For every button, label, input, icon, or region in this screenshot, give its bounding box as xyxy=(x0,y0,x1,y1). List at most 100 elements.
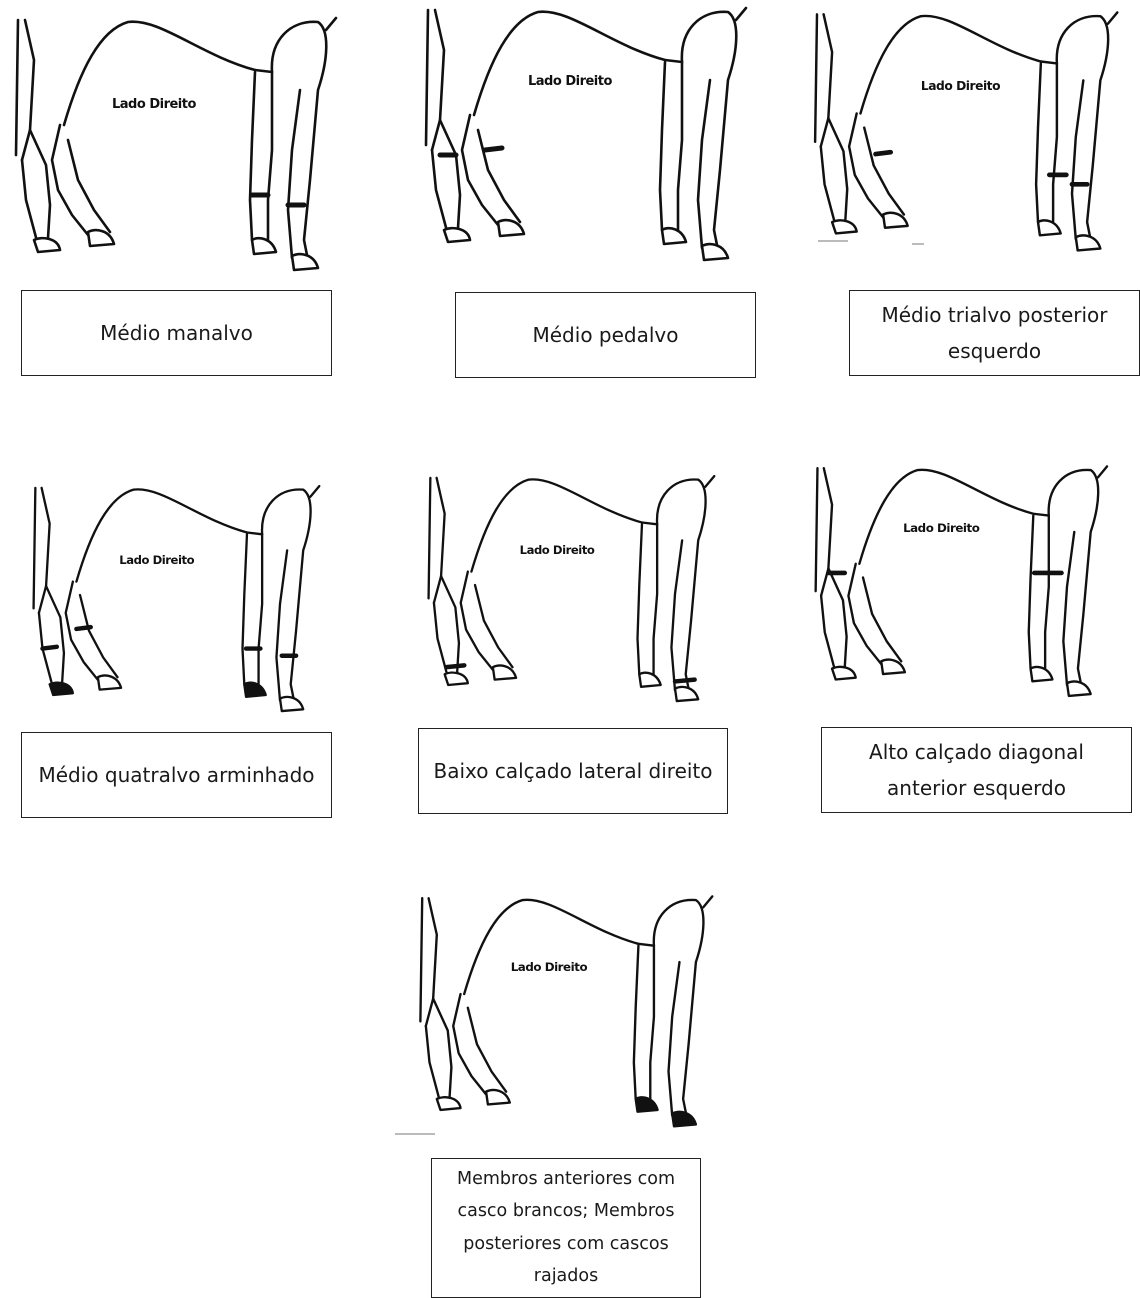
horse-outline xyxy=(243,534,247,684)
horse-outline xyxy=(634,946,639,1099)
horse-outline xyxy=(276,550,287,700)
horse-outline xyxy=(426,898,437,1026)
horse-outline xyxy=(1057,16,1108,241)
horse-outline xyxy=(474,12,665,115)
horse-outline xyxy=(434,478,445,603)
horse-outline xyxy=(736,8,746,20)
caption-text: Alto calçado diagonal anterior esquerdo xyxy=(832,734,1121,806)
hoof xyxy=(832,667,856,680)
horse-outline xyxy=(268,72,272,240)
horse-outline xyxy=(76,489,247,581)
horse-outline xyxy=(462,115,498,225)
horse-outline xyxy=(1063,532,1074,685)
side-label: Lado Direito xyxy=(520,543,595,557)
horse-outline xyxy=(420,898,422,1021)
horse-outline xyxy=(642,523,657,525)
horse-leg-illustration: Lado Direito xyxy=(405,460,745,710)
horse-outline xyxy=(698,80,710,248)
horse-outline xyxy=(426,1026,441,1104)
caption-box: Baixo calçado lateral direito xyxy=(418,728,728,814)
hoof xyxy=(1076,235,1101,250)
horse-outline xyxy=(669,962,680,1115)
horse-outline xyxy=(665,60,682,62)
hoof xyxy=(675,687,698,701)
hoof xyxy=(662,228,686,244)
caption-box: Médio quatralvo arminhado xyxy=(21,732,332,818)
horse-outline xyxy=(16,20,18,155)
horse-outline xyxy=(821,147,836,227)
horse-outline xyxy=(272,22,326,260)
side-label: Lado Direito xyxy=(119,553,194,567)
horse-outline xyxy=(426,10,428,145)
horse-outline xyxy=(678,62,682,230)
horse-outline xyxy=(650,946,654,1099)
horse-outline xyxy=(859,470,1033,564)
horse-outline xyxy=(638,524,642,674)
horse-outline xyxy=(816,468,818,591)
hoof xyxy=(280,697,303,711)
caption-text: Baixo calçado lateral direito xyxy=(433,753,712,789)
horse-outline xyxy=(1072,80,1083,239)
panel-alto-calcado: Lado Direito Alto calçado diagonal anter… xyxy=(800,450,1140,820)
horse-outline xyxy=(660,62,665,230)
hoof xyxy=(444,228,470,242)
striped-hoof xyxy=(672,1112,696,1126)
horse-outline xyxy=(1049,470,1099,687)
white-marking-band xyxy=(876,152,891,154)
horse-outline xyxy=(310,486,319,497)
horse-leg-illustration: Lado Direito xyxy=(410,0,770,270)
white-marking-band xyxy=(76,627,90,629)
caption-box: Médio manalvo xyxy=(21,290,332,376)
panel-medio-quatralvo: Lado Direito Médio quatralvo arminhado xyxy=(0,470,380,820)
horse-leg-illustration: Lado Direito xyxy=(800,0,1140,265)
hoof xyxy=(702,244,728,260)
side-label: Lado Direito xyxy=(921,79,1000,93)
horse-outline xyxy=(66,582,98,680)
caption-text: Médio quatralvo arminhado xyxy=(38,757,314,793)
striped-hoof xyxy=(50,683,73,695)
horse-leg-illustration: Lado Direito xyxy=(0,0,360,280)
hoof xyxy=(639,673,660,687)
horse-outline xyxy=(821,14,832,146)
panel-cascos: Lado Direito Membros anteriores com casc… xyxy=(395,880,755,1291)
horse-outline xyxy=(1108,12,1117,23)
horse-outline xyxy=(821,468,832,596)
side-label: Lado Direito xyxy=(112,97,196,112)
horse-outline xyxy=(849,113,883,217)
white-marking-band xyxy=(43,647,57,649)
horse-leg-illustration: Lado Direito xyxy=(0,470,360,720)
panel-medio-pedalvo: Lado Direito Médio pedalvo xyxy=(400,0,780,380)
horse-outline xyxy=(1033,514,1048,516)
panel-medio-manalvo: Lado Direito Médio manalvo xyxy=(0,0,360,380)
horse-outline xyxy=(432,10,444,150)
striped-hoof xyxy=(636,1097,658,1111)
horse-outline xyxy=(860,16,1040,114)
horse-outline xyxy=(471,479,642,571)
horse-outline xyxy=(1053,63,1057,222)
horse-leg-illustration: Lado Direito xyxy=(405,880,735,1140)
horse-outline xyxy=(848,564,881,664)
scan-artifact xyxy=(395,1133,435,1135)
hoof xyxy=(1067,681,1091,695)
caption-text: Médio manalvo xyxy=(100,315,253,351)
white-marking-band xyxy=(485,148,502,150)
horse-outline xyxy=(682,12,736,250)
caption-box: Médio trialvo posterior esquerdo xyxy=(849,290,1140,376)
caption-text: Médio pedalvo xyxy=(533,317,679,353)
hoof xyxy=(34,238,60,252)
scan-artifact xyxy=(818,240,848,242)
horse-outline xyxy=(654,900,704,1117)
hoof xyxy=(437,1097,461,1110)
striped-hoof xyxy=(244,683,265,697)
horse-outline xyxy=(22,20,34,160)
horse-outline xyxy=(432,150,448,235)
horse-outline xyxy=(429,478,431,599)
side-label: Lado Direito xyxy=(903,521,980,535)
horse-outline xyxy=(288,90,300,258)
caption-box: Membros anteriores com casco brancos; Me… xyxy=(431,1158,701,1298)
horse-outline xyxy=(247,533,262,535)
horse-outline xyxy=(1029,516,1034,669)
hoof xyxy=(292,254,318,270)
horse-outline xyxy=(1045,516,1049,669)
horse-outline xyxy=(39,488,50,613)
